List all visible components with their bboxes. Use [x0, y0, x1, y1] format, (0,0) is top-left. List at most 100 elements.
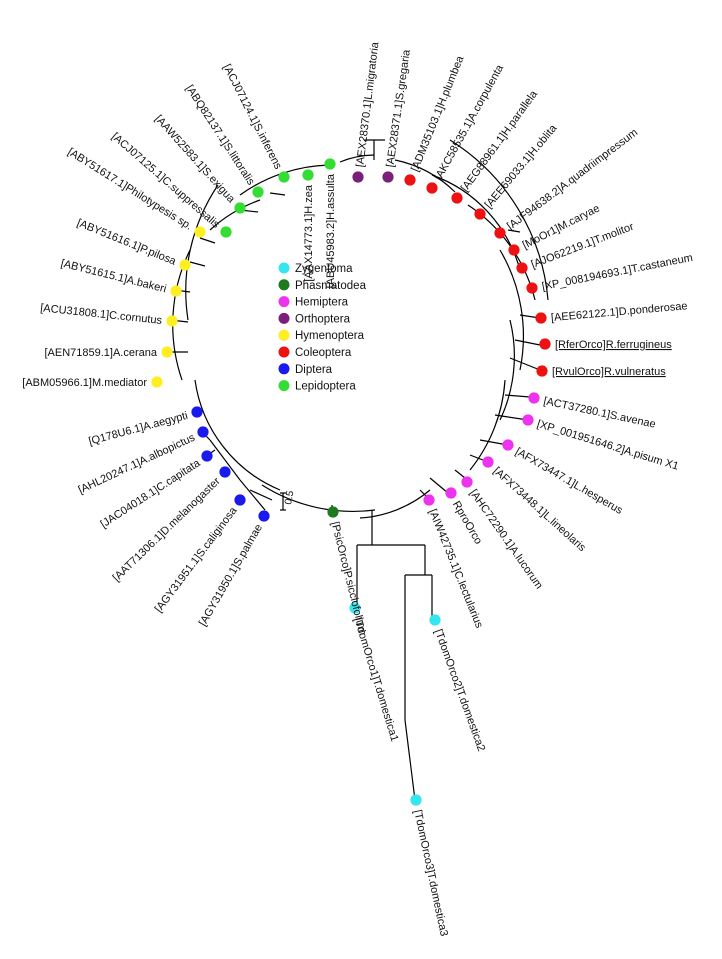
leaf-marker	[194, 226, 206, 238]
leaf-marker	[170, 285, 182, 297]
legend-swatch	[278, 346, 290, 358]
tree-leaf: [AEX28371.1]S.gregaria	[382, 48, 413, 183]
leaf-marker	[404, 174, 416, 186]
leaf-marker	[474, 208, 486, 220]
leaf-marker	[445, 487, 457, 499]
leaf-marker	[508, 244, 520, 256]
legend-item: Phasmatodea	[278, 279, 367, 292]
tree-leaf: [RferOrco]R.ferrugineus	[539, 338, 672, 351]
leaf-marker	[528, 392, 540, 404]
legend-label: Hemiptera	[295, 297, 349, 309]
legend-label: Orthoptera	[295, 313, 351, 325]
legend-item: Coleoptera	[278, 346, 352, 359]
leaf-marker	[526, 282, 538, 294]
tree-leaf: [ADM35103.1]H.plumbea	[404, 54, 467, 186]
leaf-marker	[539, 338, 551, 350]
tree-leaf: [RvulOrco]R.vulneratus	[536, 365, 666, 378]
legend-label: Hymenoptera	[295, 330, 365, 342]
leaf-marker	[349, 602, 361, 614]
tree-leaf: [AGY31950.1]S.palmae	[197, 510, 270, 628]
legend-item: Lepidoptera	[278, 380, 356, 393]
leaf-marker	[382, 171, 394, 183]
legend-item: Diptera	[278, 363, 333, 376]
leaf-label: [AAT71306.1]D.melanogaster	[111, 475, 223, 584]
leaf-marker	[494, 227, 506, 239]
leaf-label: [ABM05966.1]M.mediator	[22, 377, 147, 389]
leaf-marker	[234, 494, 246, 506]
leaf-marker	[302, 169, 314, 181]
leaf-label: [ACU31808.1]C.cornutus	[40, 302, 163, 327]
leaf-label: [AEE62122.1]D.ponderosae	[551, 300, 689, 324]
leaf-marker	[197, 426, 209, 438]
leaf-marker	[327, 506, 339, 518]
leaf-label: [ABU45983.2]H.assulta	[325, 173, 337, 288]
legend-label: Lepidoptera	[295, 381, 356, 393]
legend-item: Hemiptera	[278, 296, 349, 309]
legend: ZygentomaPhasmatodeaHemipteraOrthopteraH…	[278, 262, 367, 393]
legend-swatch	[278, 329, 290, 341]
leaf-label: [TdomOrco2]T.domestica2	[432, 628, 487, 753]
leaf-label: [AEN71859.1]A.cerana	[44, 347, 157, 359]
legend-label: Phasmatodea	[295, 280, 367, 292]
legend-swatch	[278, 296, 290, 308]
leaf-marker	[151, 376, 163, 388]
leaf-label: [AEX28370.1]L.migratoria	[354, 41, 381, 168]
leaf-marker	[166, 315, 178, 327]
leaf-marker	[220, 226, 232, 238]
tree-leaf: [AGY31951.1]S.caliginosa	[153, 494, 246, 615]
leaf-marker	[535, 312, 547, 324]
leaf-marker	[258, 510, 270, 522]
legend-swatch	[278, 380, 290, 392]
tree-leaf: [AAX14773.1]H.zea	[302, 169, 315, 282]
leaf-label: [ADM35103.1]H.plumbea	[409, 54, 467, 174]
leaf-marker	[461, 476, 473, 488]
leaf-label: [AEX28371.1]S.gregaria	[384, 48, 413, 168]
leaf-label: [PsicOrco]P.sicciofolium	[329, 520, 369, 636]
tree-leaf: [ABY51616.1]P.pilosa	[75, 217, 191, 271]
scale-bar: 0.5	[280, 489, 296, 511]
leaf-marker	[191, 406, 203, 418]
leaf-marker	[252, 186, 264, 198]
leaf-marker	[201, 450, 213, 462]
leaf-marker	[234, 202, 246, 214]
leaf-label: [AAW52583.1]S.exigua	[152, 113, 237, 206]
legend-label: Diptera	[295, 364, 333, 376]
leaf-marker	[161, 346, 173, 358]
leaf-label: [XP_001951646.2]A.pisum X1	[536, 418, 680, 473]
tree-leaf: [ACJ07124.1]S.inferens	[220, 62, 290, 183]
legend-swatch	[278, 262, 290, 274]
legend-item: Orthoptera	[278, 312, 351, 325]
legend-swatch	[278, 312, 290, 324]
leaf-label: [RferOrco]R.ferrugineus	[555, 339, 672, 351]
tree-leaf: [ABM05966.1]M.mediator	[22, 376, 163, 389]
legend-swatch	[278, 279, 290, 291]
leaf-marker	[516, 262, 528, 274]
leaf-marker	[278, 171, 290, 183]
legend-swatch	[278, 363, 290, 375]
tree-leaf: [TdomOrco2]T.domestica2	[429, 614, 487, 753]
tree-leaf: [TdomOrco3]T.domestica3	[410, 794, 450, 938]
leaf-marker	[423, 494, 435, 506]
leaf-marker	[429, 614, 441, 626]
leaf-label: [RvulOrco]R.vulneratus	[552, 366, 666, 378]
leaf-label: [TdomOrco3]T.domestica3	[411, 809, 450, 938]
leaf-marker	[219, 466, 231, 478]
leaf-label: [AAX14773.1]H.zea	[303, 184, 315, 282]
leaf-marker	[179, 259, 191, 271]
tree-leaf: [AEN71859.1]A.cerana	[44, 346, 173, 359]
tree-leaf: [AEX28370.1]L.migratoria	[352, 41, 382, 183]
tree-leaf: [ACU31808.1]C.cornutus	[40, 302, 178, 327]
legend-item: Hymenoptera	[278, 329, 365, 342]
tree-leaf: [AEE62122.1]D.ponderosae	[535, 300, 688, 324]
tree-leaf: [JAC04018.1]C.capitata	[98, 450, 213, 531]
tree-leaf: [AFX73448.1]L.lineolaris	[482, 456, 588, 554]
legend-item: Zygentoma	[278, 262, 353, 275]
tree-leaves: [AEX28370.1]L.migratoria[AEX28371.1]S.gr…	[22, 41, 694, 938]
leaf-marker	[352, 171, 364, 183]
leaf-marker	[536, 365, 548, 377]
leaf-label: [AEG88961.1]H.parallela	[459, 88, 541, 194]
leaf-marker	[482, 456, 494, 468]
leaf-marker	[324, 158, 336, 170]
tree-leaf: [ABU45983.2]H.assulta	[324, 158, 337, 288]
